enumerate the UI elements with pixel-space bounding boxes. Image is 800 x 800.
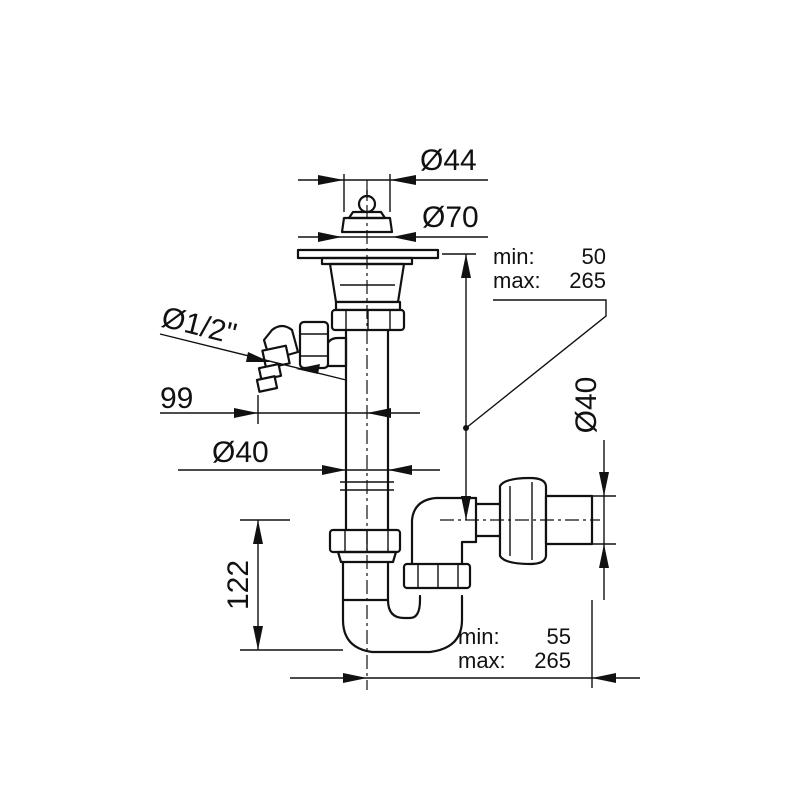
range-horizontal-max-label: max:	[458, 648, 506, 673]
range-vertical-max-value: 265	[569, 268, 606, 293]
range-horizontal-min-value: 55	[547, 624, 571, 649]
trap-assembly	[328, 496, 478, 654]
range-vertical-min-value: 50	[582, 244, 606, 269]
dimension-labels: Ø44 Ø70 Ø1/2" 99 Ø40 122 Ø40 min: 50 max…	[158, 144, 606, 673]
dimension-lines	[159, 174, 640, 688]
range-horizontal-min-label: min:	[458, 624, 500, 649]
label-flange-diameter: Ø70	[422, 201, 479, 234]
range-vertical-min-label: min:	[493, 244, 535, 269]
range-horizontal-max-value: 265	[534, 648, 571, 673]
strainer-assembly	[296, 190, 440, 304]
label-pipe-diameter: Ø40	[212, 436, 269, 469]
label-inlet-offset: 99	[160, 382, 193, 415]
label-top-diameter: Ø44	[420, 144, 477, 177]
label-outlet-diameter: Ø40	[570, 377, 603, 434]
side-inlet-assembly	[255, 320, 348, 393]
range-vertical-max-label: max:	[493, 268, 541, 293]
outlet-assembly	[474, 476, 594, 566]
vertical-pipe	[330, 300, 406, 532]
label-trap-height: 122	[222, 560, 255, 610]
